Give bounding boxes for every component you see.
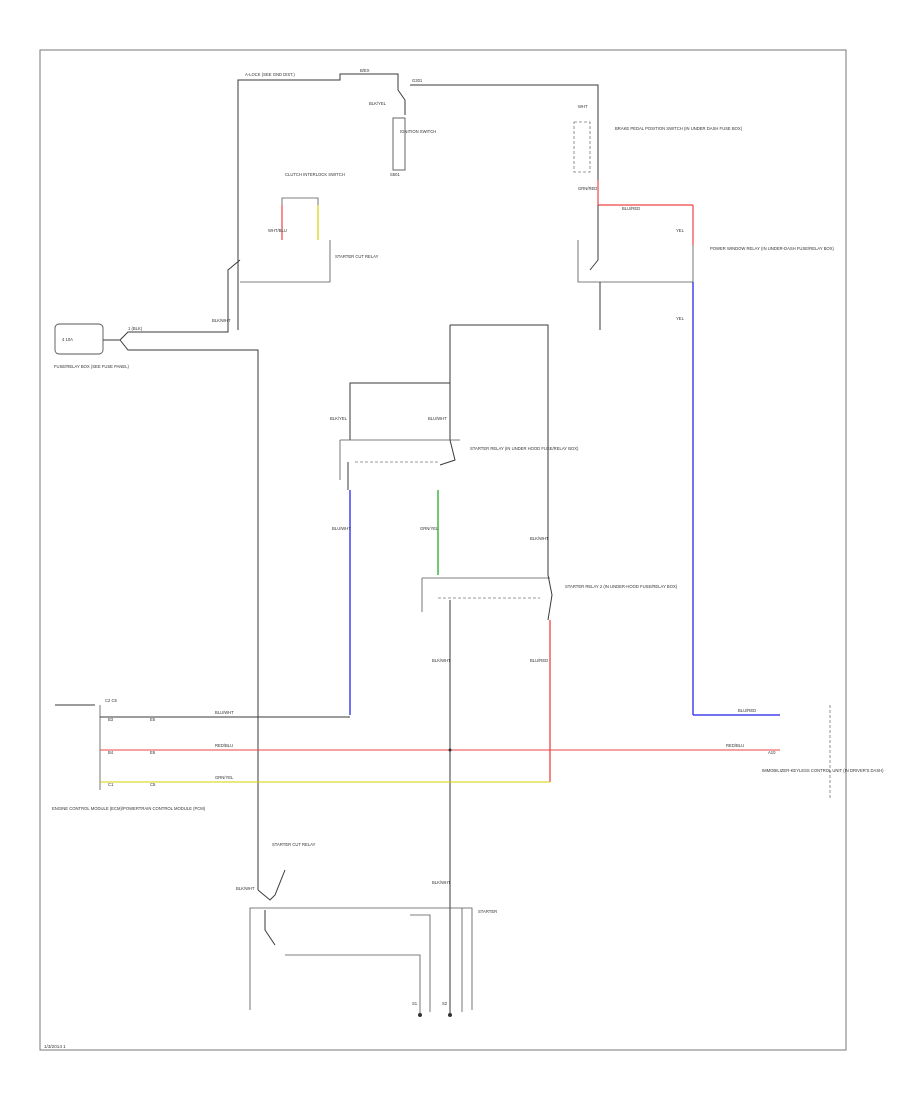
- center-relay-1-pin-1: BLK/YEL: [330, 416, 348, 421]
- right-relay: POWER WINDOW RELAY (IN UNDER-DASH FUSE/R…: [577, 180, 835, 716]
- center-relay-2-wire-1: BLK/WHT: [432, 658, 451, 663]
- fuse-box-pin: 1 (BLK): [128, 326, 143, 331]
- wire-fuse-out: [103, 300, 229, 341]
- wire-top-drop: [397, 89, 406, 115]
- top-connector-title: A-LOCK (SEE GND DIST.): [245, 72, 295, 77]
- center-relay-1: STARTER RELAY (IN UNDER HOOD FUSE/RELAY …: [330, 324, 579, 715]
- upper-right-switch-title: BRAKE PEDAL POSITION SWITCH (IN UNDER DA…: [615, 126, 743, 131]
- starter-terminal-s2: [448, 1013, 452, 1017]
- center-relay-2-contact: [547, 574, 553, 621]
- starter-switch-contact: [264, 910, 276, 946]
- left-relay-pin-2: BLK/WHT: [212, 318, 231, 323]
- right-module-title: IMMOBILIZER-KEYLESS CONTROL UNIT (IN DRI…: [762, 768, 884, 773]
- right-module-pin-1: BLU/RED: [738, 708, 756, 713]
- right-relay-pin-2: YEL: [676, 228, 685, 233]
- ecm-row-1-color: BLU/WHT: [215, 710, 234, 715]
- left-relay-pin-1: WHT/BLU: [268, 228, 287, 233]
- starter-solenoid-path: [285, 954, 421, 1015]
- left-relay-title: STARTER CUT RELAY: [335, 254, 379, 259]
- ecm-row-2-color: RED/BLU: [215, 743, 233, 748]
- starter-title: STARTER: [478, 909, 497, 914]
- upper-right-switch-pin-2: GRN/RED: [578, 186, 597, 191]
- ecm-row-3-conn: C5: [150, 782, 156, 787]
- diagram-frame: [39, 49, 847, 1051]
- ecm-title: ENGINE CONTROL MODULE (ECM)/POWERTRAIN C…: [52, 806, 206, 811]
- center-right-feed: [450, 324, 549, 575]
- ignition-term-b: S501: [390, 172, 400, 177]
- left-relay-sub: CLUTCH INTERLOCK SWITCH: [285, 172, 345, 177]
- ecm-row-2-conn: E6: [150, 750, 156, 755]
- starter-housing: [249, 907, 473, 1010]
- left-relay-frame: [240, 240, 331, 283]
- fuse-box-fuse: 4 10A: [62, 337, 73, 342]
- left-relay: CLUTCH INTERLOCK SWITCH WHT/BLU STARTER …: [212, 80, 379, 323]
- fuse-box-outline: [54, 323, 104, 355]
- ecm-row-2-pin: B4: [108, 750, 114, 755]
- top-connector-pin-b: G301: [412, 78, 423, 83]
- starter-assembly: STARTER CUT RELAY BLK/WHT STARTER BLK/WH…: [236, 842, 497, 1017]
- center-relay-1-wire-2: GRN/YEL: [420, 526, 439, 531]
- center-relay-2-wire-2: BLU/RED: [530, 658, 548, 663]
- starter-cut-title: STARTER CUT RELAY: [272, 842, 316, 847]
- ecm-row-3-pin: C1: [108, 782, 114, 787]
- upper-right-switch-pin-1: WHT: [578, 104, 588, 109]
- starter-cut-lead: [257, 869, 286, 901]
- fuse-box: 4 10A FUSE/RELAY BOX (SEE FUSE PANEL) 1 …: [54, 300, 259, 890]
- center-relay-1-title: STARTER RELAY (IN UNDER HOOD FUSE/RELAY …: [470, 446, 579, 451]
- center-relay-1-wire-1: BLU/WHT: [332, 526, 351, 531]
- starter-terminal-s1: [418, 1013, 422, 1017]
- ecm-row-3-color: GRN/YEL: [215, 775, 234, 780]
- ignition-term-a: BLK/YEL: [369, 101, 387, 106]
- top-connector: A-LOCK (SEE GND DIST.) B/EX G301 IGNITIO…: [237, 68, 599, 330]
- right-relay-pin-1: BLU/RED: [622, 206, 640, 211]
- center-relay-1-pin-2: BLU/WHT: [428, 416, 447, 421]
- ecm-row-1-conn: E5: [150, 717, 156, 722]
- starter-cut-pin: BLK/WHT: [236, 886, 255, 891]
- left-relay-coil-top: [281, 197, 319, 205]
- starter-pin-1: BLK/WHT: [432, 880, 451, 885]
- upper-right-switch: BRAKE PEDAL POSITION SWITCH (IN UNDER DA…: [573, 104, 743, 191]
- right-relay-title: POWER WINDOW RELAY (IN UNDER-DASH FUSE/R…: [710, 246, 835, 251]
- center-relay-2: STARTER RELAY 2 (IN UNDER-HOOD FUSE/RELA…: [421, 536, 678, 1015]
- right-relay-contact: [589, 205, 599, 271]
- wire-top-to-right: [410, 84, 599, 115]
- starter-inner: [410, 914, 431, 1012]
- ignition-switch-body: [392, 117, 406, 171]
- top-connector-pin-a: B/EX: [360, 68, 370, 73]
- wire-fuse-down: [119, 339, 259, 890]
- ecm: C2 C5 ENGINE CONTROL MODULE (ECM)/POWERT…: [52, 698, 780, 811]
- junction-red-row: [448, 748, 452, 752]
- fuse-box-title: FUSE/RELAY BOX (SEE FUSE PANEL): [54, 364, 130, 369]
- starter-pin-2: S1: [412, 1001, 418, 1006]
- starter-pin-3: S2: [442, 1001, 448, 1006]
- ecm-header: C2 C5: [105, 698, 118, 703]
- right-module-conn: A10: [768, 750, 776, 755]
- right-module: BLU/RED RED/BLU A10 IMMOBILIZER-KEYLESS …: [448, 705, 884, 800]
- footer-code: 1/3/2014 1: [44, 1044, 66, 1049]
- ecm-row-1-pin: B3: [108, 717, 114, 722]
- center-relay-2-pin-1: BLK/WHT: [530, 536, 549, 541]
- right-relay-wire: YEL: [676, 316, 685, 321]
- left-relay-contact: [227, 259, 241, 300]
- upper-right-switch-body: [573, 121, 591, 173]
- right-relay-frame: [577, 240, 694, 283]
- center-relay-2-title: STARTER RELAY 2 (IN UNDER-HOOD FUSE/RELA…: [565, 584, 678, 589]
- ignition-switch-title: IGNITION SWITCH: [400, 129, 436, 134]
- center-relay-1-contact: [439, 439, 456, 466]
- center-relay-1-left-feed: [349, 382, 450, 440]
- right-module-pin-2: RED/BLU: [726, 743, 744, 748]
